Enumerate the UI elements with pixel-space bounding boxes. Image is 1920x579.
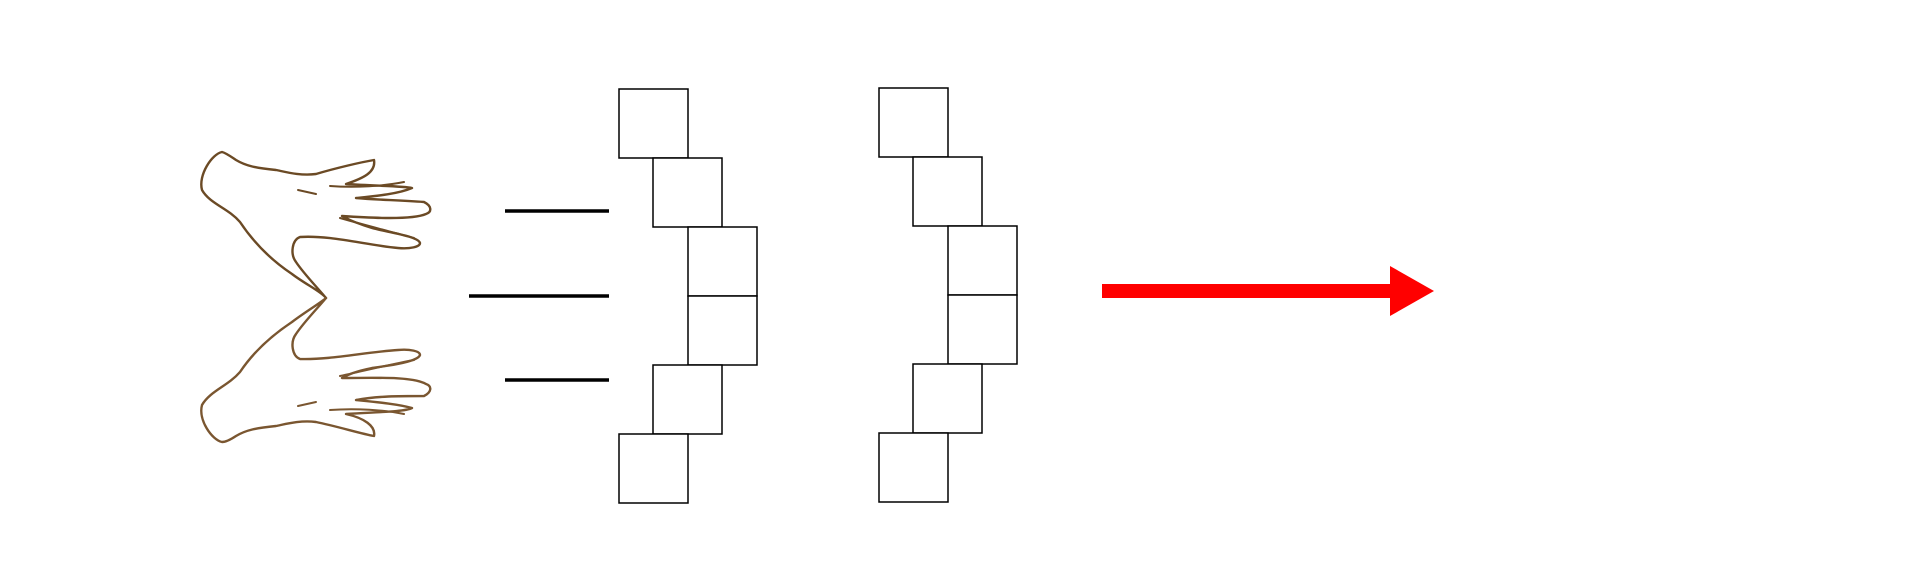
upper-hand-inner-line <box>297 189 317 195</box>
hand-icon <box>200 296 432 444</box>
stair-box <box>618 433 689 504</box>
lower-hand-finger-line <box>329 408 405 415</box>
arrow-head <box>1390 266 1434 316</box>
hand-icon <box>200 150 432 300</box>
stair-box <box>687 295 758 366</box>
upper-hand-outline <box>200 150 432 300</box>
stair-box <box>912 156 983 227</box>
upper-hand-finger-line-2 <box>339 217 415 239</box>
lower-hand-outline <box>200 296 432 444</box>
stair-box <box>687 226 758 297</box>
stair-column-2 <box>878 87 1018 503</box>
lower-hand-inner-line <box>297 401 317 407</box>
stair-box <box>912 363 983 434</box>
lower-hand-finger-line-2 <box>339 359 415 377</box>
arrow-right-icon <box>1102 266 1434 316</box>
arrow-shaft <box>1102 284 1392 298</box>
upper-hand-finger-line <box>329 181 405 188</box>
stair-box <box>947 294 1018 365</box>
stair-box <box>618 88 689 159</box>
stair-box <box>878 87 949 158</box>
stair-box <box>947 225 1018 296</box>
stair-column-1 <box>618 88 758 504</box>
pressure-lines <box>469 209 609 382</box>
stair-box <box>652 364 723 435</box>
stair-box <box>878 432 949 503</box>
stair-box <box>652 157 723 228</box>
